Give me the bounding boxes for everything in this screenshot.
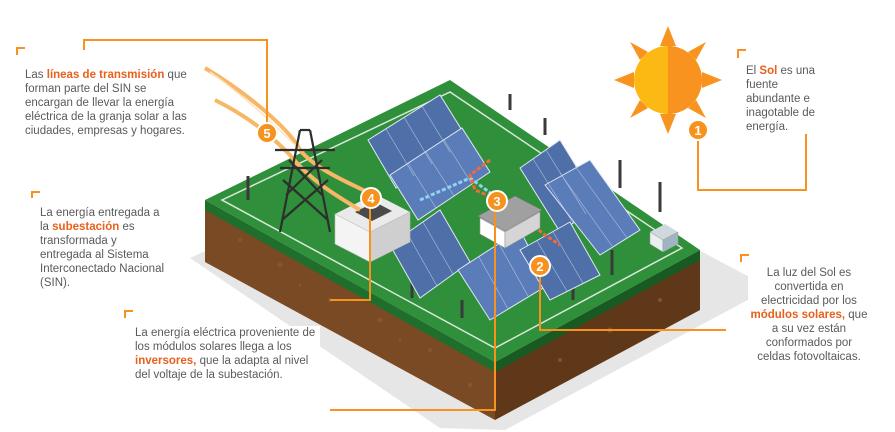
svg-text:5: 5 bbox=[263, 126, 270, 141]
soil-front-left bbox=[205, 207, 495, 420]
callout-lineas-bold: líneas de transmisión bbox=[46, 69, 165, 81]
callout-lineas: Las líneas de transmisión que forman par… bbox=[25, 69, 187, 137]
callout-brackets bbox=[16, 47, 807, 318]
svg-text:3: 3 bbox=[493, 194, 500, 209]
sun-icon bbox=[614, 26, 722, 134]
callout-inversores: La energía eléctrica proveniente de los … bbox=[135, 326, 320, 382]
substation-icon bbox=[334, 194, 411, 263]
transmission-tower-icon bbox=[275, 128, 335, 233]
badge-1: 1 bbox=[687, 119, 709, 141]
svg-text:4: 4 bbox=[367, 191, 375, 206]
connector-lines bbox=[83, 39, 807, 411]
transmission-line bbox=[209, 71, 301, 151]
badge-4: 4 bbox=[360, 187, 382, 209]
ac-cable bbox=[468, 158, 511, 207]
soil-front-right bbox=[495, 258, 700, 420]
callout-modulos: La luz del Sol es convertida en electric… bbox=[748, 266, 870, 364]
callout-sol: El Sol es una fuente abundante e inagota… bbox=[746, 64, 828, 134]
ac-cable-2 bbox=[519, 213, 561, 247]
fence bbox=[220, 91, 684, 349]
grass-edge-left bbox=[205, 200, 495, 372]
callout-sol-bold: Sol bbox=[759, 65, 778, 77]
badge-3: 3 bbox=[486, 190, 508, 212]
badge-5: 5 bbox=[256, 122, 278, 144]
callout-modulos-bold: módulos solares, bbox=[750, 309, 846, 321]
transmission-line bbox=[214, 98, 362, 212]
callout-subestacion-bold: subestación bbox=[52, 221, 120, 233]
badge-2: 2 bbox=[529, 255, 551, 277]
cabinet-icon bbox=[649, 224, 679, 253]
grass-edge-right bbox=[495, 250, 700, 372]
callout-subestacion: La energía entregada a la subestación es… bbox=[40, 206, 170, 290]
svg-text:1: 1 bbox=[694, 123, 701, 138]
svg-text:2: 2 bbox=[536, 259, 543, 274]
callout-inversores-bold: inversores, bbox=[135, 355, 197, 367]
